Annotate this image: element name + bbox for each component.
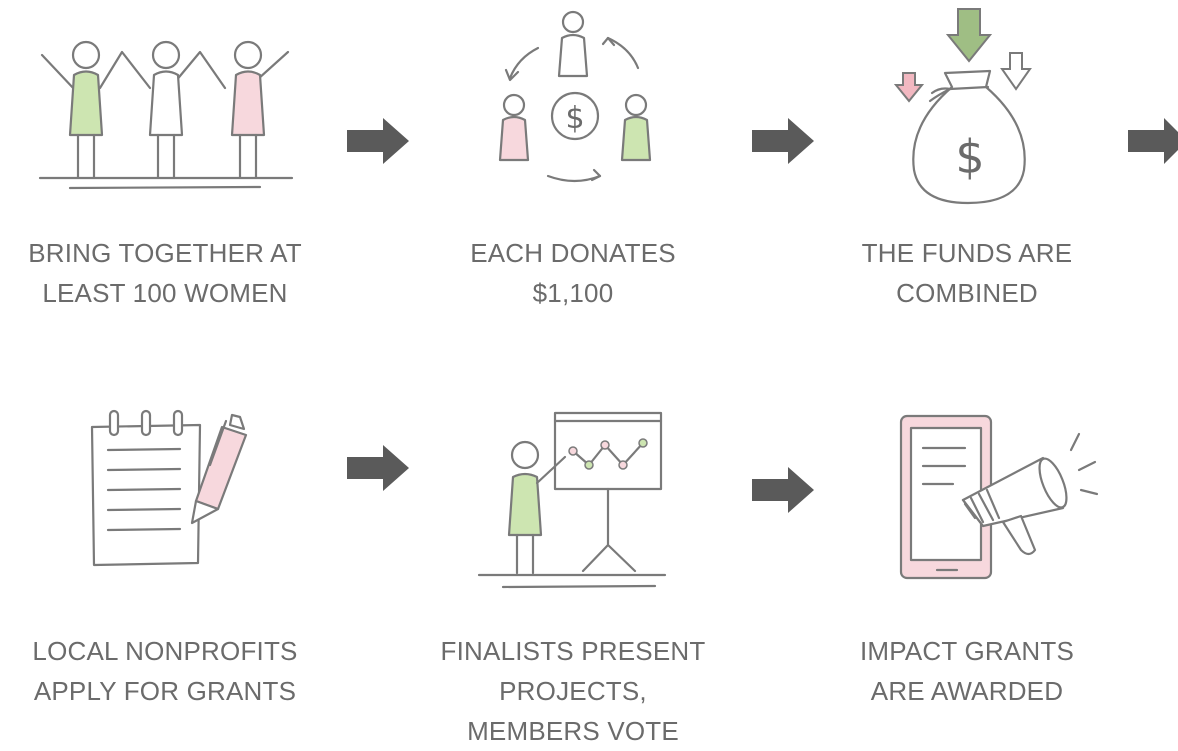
step-6-label: IMPACT GRANTS ARE AWARDED [807, 631, 1127, 711]
step-5-line-2: PROJECTS, [499, 676, 647, 706]
tablet-megaphone-icon [893, 410, 1103, 585]
arrow-2-icon [752, 118, 814, 169]
step-3-line-1: THE FUNDS ARE [861, 238, 1073, 268]
step-3-line-2: COMBINED [896, 278, 1038, 308]
money-bag-icon: $ [890, 5, 1050, 210]
step-6-line-1: IMPACT GRANTS [860, 636, 1074, 666]
step-6-line-2: ARE AWARDED [870, 676, 1064, 706]
step-4-line-1: LOCAL NONPROFITS [32, 636, 298, 666]
step-1-line-2: LEAST 100 WOMEN [42, 278, 288, 308]
arrow-3-icon [1128, 118, 1178, 169]
step-2-line-1: EACH DONATES [470, 238, 676, 268]
donation-circle-icon: $ [490, 8, 660, 193]
women-group-icon [30, 30, 300, 200]
notepad-pen-icon [80, 405, 260, 575]
step-5-line-3: MEMBERS VOTE [467, 716, 679, 746]
arrow-5-icon [752, 467, 814, 518]
step-3-label: THE FUNDS ARE COMBINED [807, 233, 1127, 313]
step-4-label: LOCAL NONPROFITS APPLY FOR GRANTS [5, 631, 325, 711]
arrow-4-icon [347, 445, 409, 496]
dollar-sign: $ [565, 101, 584, 136]
step-2-label: EACH DONATES $1,100 [413, 233, 733, 313]
arrow-1-icon [347, 118, 409, 169]
step-4-line-2: APPLY FOR GRANTS [33, 676, 297, 706]
step-1-line-1: BRING TOGETHER AT [28, 238, 302, 268]
step-5-label: FINALISTS PRESENT PROJECTS, MEMBERS VOTE [413, 631, 733, 751]
step-5-line-1: FINALISTS PRESENT [440, 636, 706, 666]
step-1-label: BRING TOGETHER AT LEAST 100 WOMEN [5, 233, 325, 313]
dollar-sign: $ [955, 130, 984, 184]
presentation-board-icon [475, 405, 675, 595]
step-2-line-2: $1,100 [532, 278, 614, 308]
